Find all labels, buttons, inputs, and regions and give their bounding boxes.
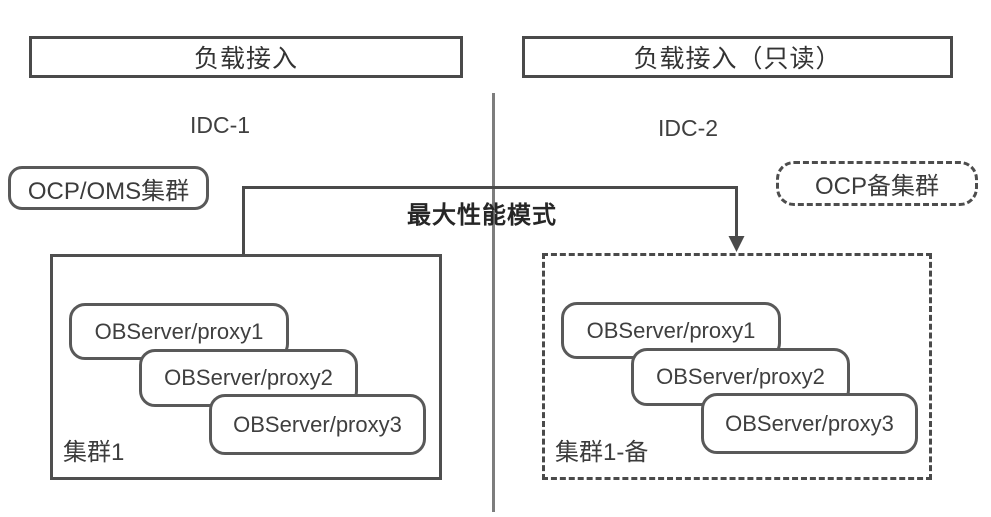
idc1-label: IDC-1 bbox=[189, 112, 251, 138]
standby-observer-proxy3-node: OBServer/proxy3 bbox=[701, 393, 918, 454]
primary-observer-proxy1-label: OBServer/proxy1 bbox=[94, 318, 264, 344]
primary-observer-proxy3-label: OBServer/proxy3 bbox=[233, 411, 402, 437]
load-access-header-readonly-label: 负载接入（只读） bbox=[633, 45, 842, 73]
primary-observer-proxy3-node: OBServer/proxy3 bbox=[209, 394, 426, 455]
idc-divider-line bbox=[492, 93, 495, 512]
standby-observer-proxy3-label: OBServer/proxy3 bbox=[725, 410, 894, 436]
ocp-oms-cluster-pill: OCP/OMS集群 bbox=[8, 166, 209, 210]
primary-observer-proxy2-label: OBServer/proxy2 bbox=[164, 365, 333, 390]
replication-arrowhead-icon bbox=[728, 236, 745, 252]
ocp-standby-cluster-label: OCP备集群 bbox=[814, 173, 939, 200]
cluster-standby-box: OBServer/proxy1 OBServer/proxy2 OBServer… bbox=[542, 253, 932, 480]
ocp-standby-cluster-pill: OCP备集群 bbox=[776, 161, 978, 206]
cluster-primary-label: 集群1 bbox=[63, 439, 125, 466]
load-access-header-primary: 负载接入 bbox=[29, 36, 463, 78]
idc2-label: IDC-2 bbox=[657, 115, 719, 141]
standby-observer-proxy2-label: OBServer/proxy2 bbox=[656, 364, 825, 389]
max-performance-mode-label: 最大性能模式 bbox=[407, 202, 557, 229]
cluster-primary-box: OBServer/proxy1 OBServer/proxy2 OBServer… bbox=[50, 254, 442, 480]
cluster-standby-label: 集群1-备 bbox=[555, 439, 649, 466]
load-access-header-readonly: 负载接入（只读） bbox=[522, 36, 953, 78]
load-access-header-primary-label: 负载接入 bbox=[193, 45, 298, 73]
standby-observer-proxy1-label: OBServer/proxy1 bbox=[586, 317, 756, 343]
ocp-oms-cluster-label: OCP/OMS集群 bbox=[27, 177, 190, 205]
